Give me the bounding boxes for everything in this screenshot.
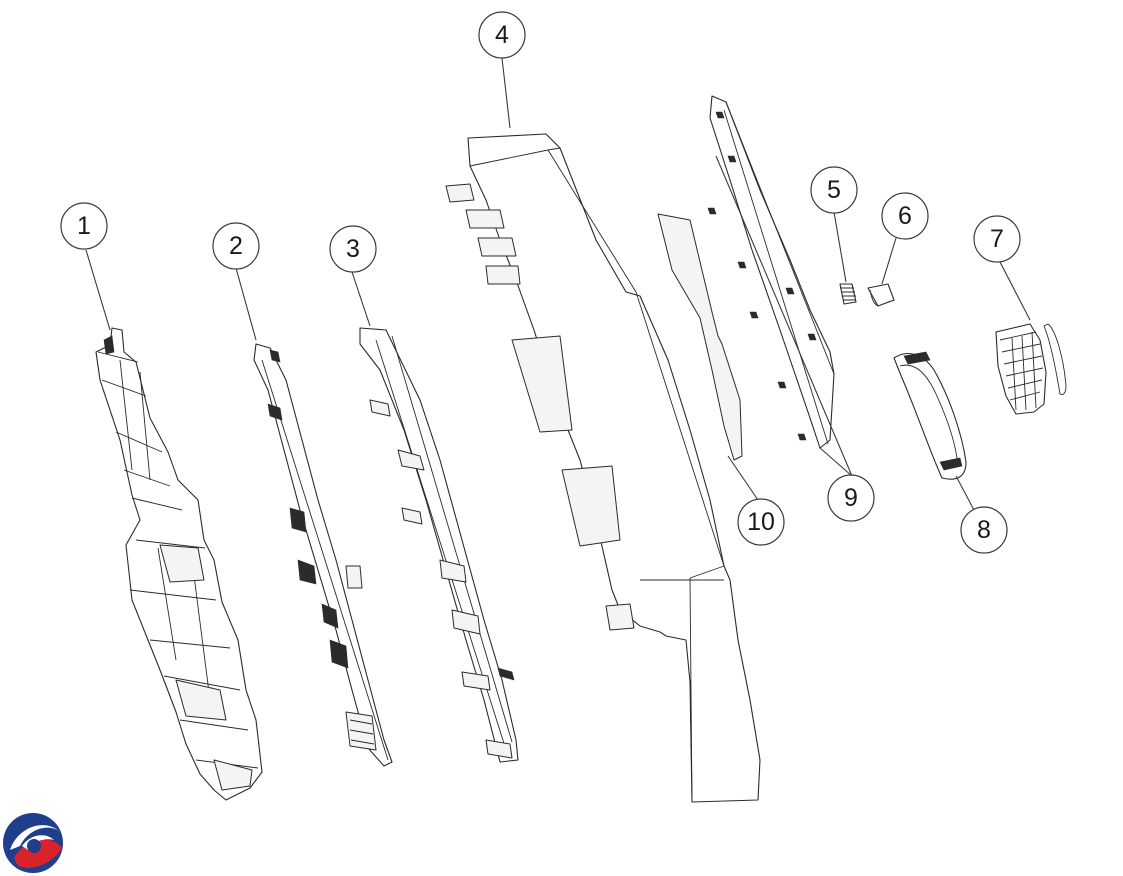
leader-9b	[715, 155, 853, 477]
leader-2	[235, 267, 257, 341]
callout-6: 6	[881, 192, 929, 240]
brand-logo-icon	[3, 813, 63, 873]
part-1-housing	[95, 327, 263, 801]
part-4-fascia	[445, 133, 761, 803]
callout-label-3: 3	[346, 235, 360, 263]
callout-4: 4	[478, 11, 526, 59]
callout-label-5: 5	[827, 176, 841, 204]
leader-5	[833, 211, 847, 283]
part-10-membrane	[657, 213, 743, 461]
part-6-cap	[867, 283, 895, 307]
callout-label-2: 2	[229, 232, 243, 260]
leader-6	[881, 237, 897, 285]
leader-10	[727, 455, 759, 501]
callout-10: 10	[737, 498, 785, 546]
callout-1: 1	[60, 202, 108, 250]
callout-label-7: 7	[990, 225, 1004, 253]
leader-8	[955, 475, 975, 511]
part-5-spring	[839, 283, 857, 305]
part-8-bezel	[893, 351, 967, 480]
leader-1	[85, 249, 111, 331]
callout-label-8: 8	[977, 516, 991, 544]
callout-label-9: 9	[844, 484, 858, 512]
callouts: 1 2 3 4 5 6 7 8	[60, 11, 1021, 554]
leader-3	[351, 271, 371, 327]
leader-lines	[85, 57, 1031, 511]
part-3-frame	[359, 327, 519, 763]
callout-label-6: 6	[898, 202, 912, 230]
callout-8: 8	[960, 506, 1008, 554]
leader-7	[999, 261, 1031, 321]
callout-label-10: 10	[747, 508, 775, 536]
callout-5: 5	[810, 166, 858, 214]
part-2-pcb	[253, 343, 393, 767]
callout-3: 3	[329, 225, 377, 273]
leader-9	[819, 447, 853, 477]
callout-label-4: 4	[495, 21, 509, 49]
callout-2: 2	[212, 222, 260, 270]
leader-4	[501, 57, 511, 129]
callout-9: 9	[827, 474, 875, 522]
callout-label-1: 1	[77, 212, 91, 240]
part-7-knob	[995, 323, 1067, 415]
callout-7: 7	[973, 215, 1021, 263]
